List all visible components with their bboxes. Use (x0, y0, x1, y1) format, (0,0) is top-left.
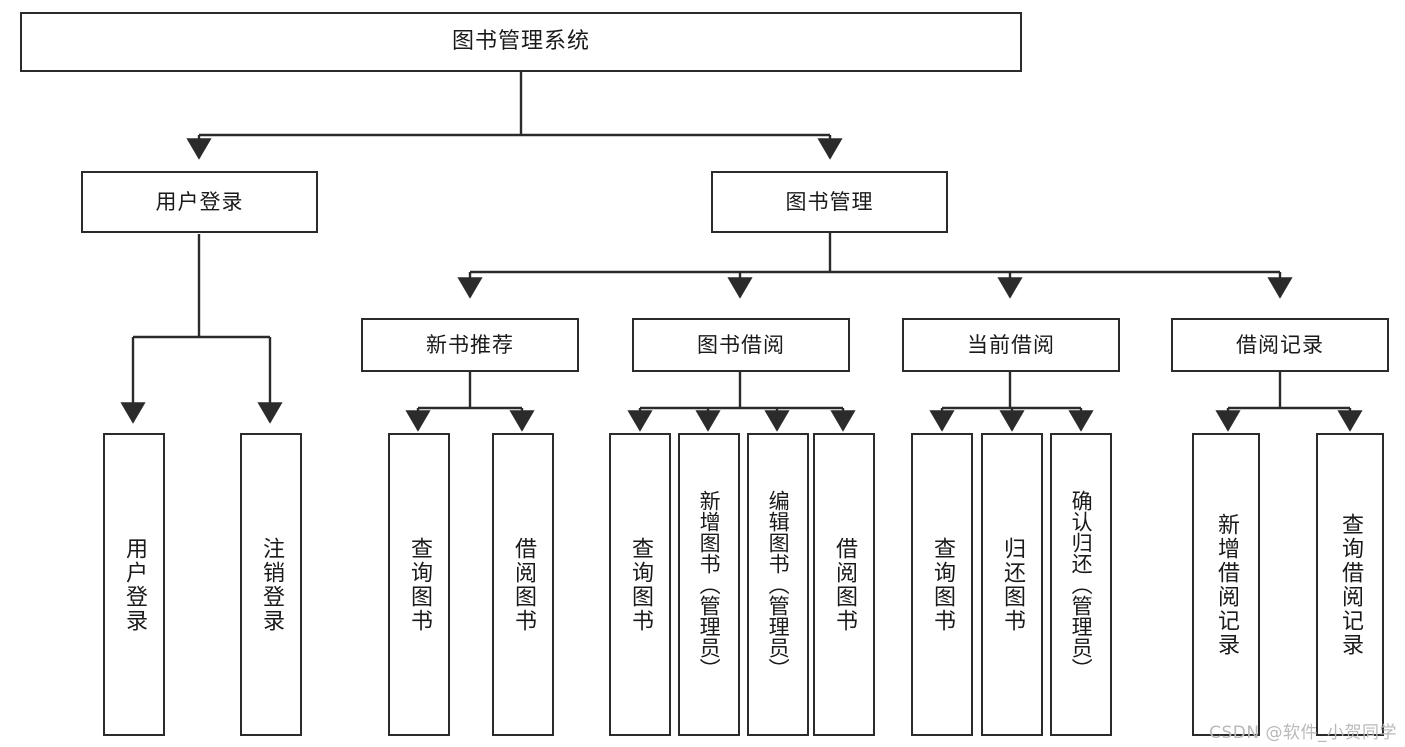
node-leaf-return-book[interactable]: 归还图书 (981, 433, 1043, 736)
node-label: 用户登录 (155, 189, 244, 214)
node-label: 图书管理 (785, 189, 874, 214)
node-leaf-edit-book-admin[interactable]: 编辑图书（管理员） (747, 433, 809, 736)
node-leaf-query-borrow-record[interactable]: 查询借阅记录 (1316, 433, 1384, 736)
node-leaf-user-login[interactable]: 用户登录 (103, 433, 165, 736)
node-leaf-query-book-current[interactable]: 查询图书 (911, 433, 973, 736)
node-current-borrow[interactable]: 当前借阅 (902, 318, 1120, 372)
node-book-management[interactable]: 图书管理 (711, 171, 948, 233)
node-leaf-query-book-borrow[interactable]: 查询图书 (609, 433, 671, 736)
node-label: 查询图书 (929, 536, 955, 633)
node-label: 图书借阅 (697, 332, 785, 357)
node-leaf-borrow-book-recommend[interactable]: 借阅图书 (492, 433, 554, 736)
node-label: 新增图书（管理员） (697, 490, 722, 679)
node-label: 查询借阅记录 (1337, 512, 1363, 657)
node-leaf-query-book-recommend[interactable]: 查询图书 (388, 433, 450, 736)
node-label: 注销登录 (258, 536, 284, 633)
node-leaf-confirm-return-admin[interactable]: 确认归还（管理员） (1050, 433, 1112, 736)
node-book-borrow[interactable]: 图书借阅 (632, 318, 850, 372)
node-root-book-management-system[interactable]: 图书管理系统 (20, 12, 1022, 72)
node-label: 归还图书 (999, 536, 1025, 633)
node-label: 编辑图书（管理员） (766, 490, 791, 679)
node-user-login[interactable]: 用户登录 (81, 171, 318, 233)
node-label: 确认归还（管理员） (1069, 490, 1094, 679)
node-label: 借阅图书 (510, 536, 536, 633)
node-leaf-borrow-book[interactable]: 借阅图书 (813, 433, 875, 736)
node-label: 查询图书 (406, 536, 432, 633)
node-label: 当前借阅 (967, 332, 1055, 357)
node-label: 新增借阅记录 (1213, 512, 1239, 657)
node-label: 借阅图书 (831, 536, 857, 633)
node-new-book-recommend[interactable]: 新书推荐 (361, 318, 579, 372)
node-label: 用户登录 (121, 536, 147, 633)
node-borrow-record[interactable]: 借阅记录 (1171, 318, 1389, 372)
node-leaf-add-borrow-record[interactable]: 新增借阅记录 (1192, 433, 1260, 736)
node-leaf-logout[interactable]: 注销登录 (240, 433, 302, 736)
node-label: 借阅记录 (1236, 332, 1324, 357)
node-label: 查询图书 (627, 536, 653, 633)
node-label: 新书推荐 (426, 332, 514, 357)
node-leaf-add-book-admin[interactable]: 新增图书（管理员） (678, 433, 740, 736)
watermark: CSDN @软件_小贺同学 (1209, 723, 1397, 743)
node-label: 图书管理系统 (451, 29, 590, 55)
